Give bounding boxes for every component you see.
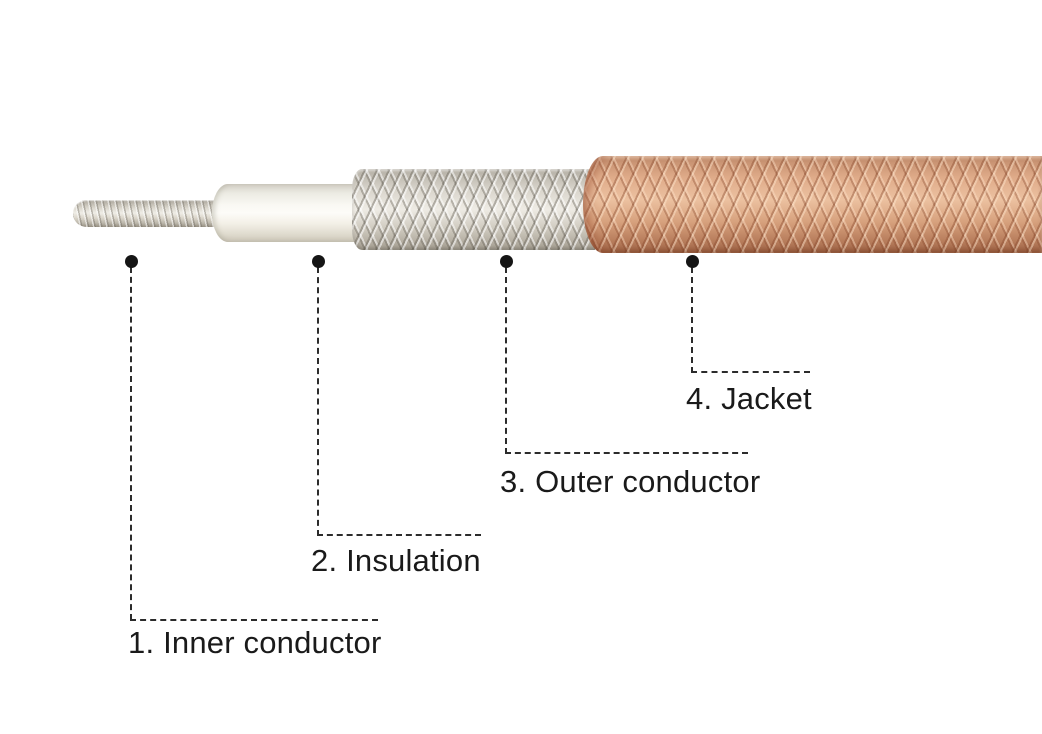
callout-dot-outer-conductor	[500, 255, 513, 268]
inner-conductor-segment	[73, 200, 223, 227]
callout-leader-horizontal-3	[505, 452, 748, 454]
callout-dot-jacket	[686, 255, 699, 268]
outer-conductor-segment	[352, 169, 595, 250]
callout-dot-inner-conductor	[125, 255, 138, 268]
callout-leader-vertical-4	[691, 267, 693, 373]
callout-leader-horizontal-1	[130, 619, 378, 621]
callout-dot-insulation	[312, 255, 325, 268]
callout-leader-vertical-1	[130, 267, 132, 620]
callout-label-inner-conductor: 1. Inner conductor	[128, 625, 382, 660]
callout-label-jacket: 4. Jacket	[686, 381, 812, 416]
jacket-segment	[583, 156, 1042, 253]
callout-leader-horizontal-2	[317, 534, 481, 536]
callout-leader-horizontal-4	[691, 371, 810, 373]
callout-leader-vertical-2	[317, 267, 319, 536]
callout-label-insulation: 2. Insulation	[311, 543, 481, 578]
callout-label-outer-conductor: 3. Outer conductor	[500, 464, 761, 499]
callout-leader-vertical-3	[505, 267, 507, 454]
insulation-segment	[212, 184, 363, 242]
